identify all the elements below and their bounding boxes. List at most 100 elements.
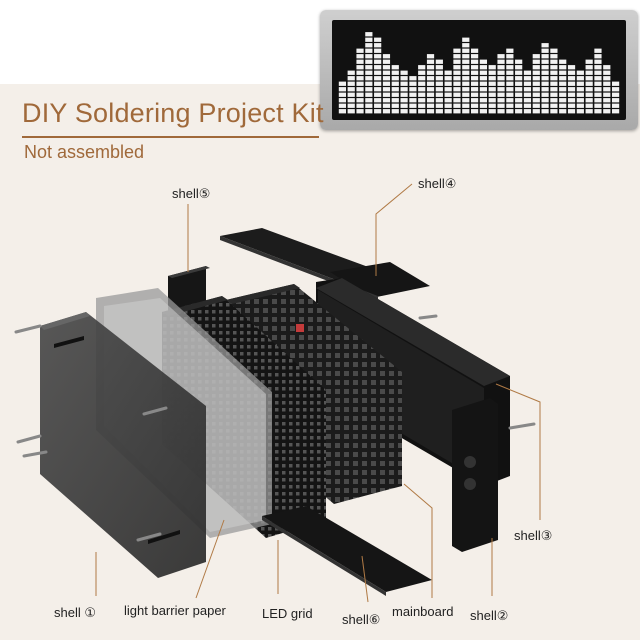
spectrum-led bbox=[497, 92, 505, 97]
spectrum-led bbox=[603, 87, 611, 92]
spectrum-led bbox=[559, 59, 567, 64]
spectrum-led bbox=[497, 87, 505, 92]
spectrum-led bbox=[391, 103, 399, 108]
spectrum-led bbox=[567, 87, 576, 92]
spectrum-led bbox=[515, 109, 523, 114]
spectrum-led bbox=[409, 87, 417, 92]
spectrum-led bbox=[506, 87, 514, 92]
spectrum-led bbox=[559, 103, 567, 108]
spectrum-led bbox=[453, 81, 461, 86]
spectrum-led bbox=[576, 98, 584, 103]
spectrum-led bbox=[338, 98, 347, 103]
spectrum-led bbox=[497, 76, 505, 81]
spectrum-led bbox=[418, 98, 426, 103]
spectrum-led bbox=[470, 48, 479, 53]
spectrum-led bbox=[497, 81, 505, 86]
spectrum-led bbox=[497, 65, 505, 70]
spectrum-led bbox=[515, 76, 523, 81]
spectrum-led bbox=[356, 76, 364, 81]
title-underline bbox=[22, 136, 319, 138]
spectrum-led bbox=[532, 54, 540, 59]
spectrum-led bbox=[462, 109, 470, 114]
spectrum-led bbox=[497, 59, 505, 64]
spectrum-led bbox=[611, 87, 620, 92]
spectrum-led bbox=[532, 109, 540, 114]
spectrum-led bbox=[594, 48, 602, 53]
spectrum-led bbox=[550, 87, 558, 92]
spectrum-led bbox=[506, 76, 514, 81]
spectrum-led bbox=[541, 109, 549, 114]
spectrum-led bbox=[426, 59, 435, 64]
spectrum-led bbox=[488, 87, 496, 92]
spectrum-led bbox=[550, 48, 558, 53]
spectrum-led bbox=[365, 43, 373, 48]
spectrum-led bbox=[585, 87, 593, 92]
spectrum-led bbox=[506, 59, 514, 64]
spectrum-led bbox=[532, 70, 540, 75]
spectrum-led bbox=[541, 76, 549, 81]
spectrum-led bbox=[338, 109, 347, 114]
spectrum-led bbox=[418, 76, 426, 81]
spectrum-led bbox=[550, 98, 558, 103]
spectrum-led bbox=[365, 87, 373, 92]
spectrum-led bbox=[470, 87, 479, 92]
spectrum-led bbox=[488, 103, 496, 108]
label-light-barrier-paper: light barrier paper bbox=[124, 603, 226, 618]
spectrum-led bbox=[594, 92, 602, 97]
spectrum-led bbox=[347, 76, 355, 81]
spectrum-led bbox=[453, 87, 461, 92]
spectrum-led bbox=[550, 65, 558, 70]
spectrum-led bbox=[550, 59, 558, 64]
spectrum-led bbox=[515, 103, 523, 108]
spectrum-led bbox=[347, 92, 355, 97]
spectrum-led bbox=[585, 76, 593, 81]
spectrum-led bbox=[462, 103, 470, 108]
spectrum-led bbox=[532, 81, 540, 86]
spectrum-led bbox=[479, 76, 488, 81]
spectrum-led bbox=[426, 87, 435, 92]
spectrum-led bbox=[515, 65, 523, 70]
spectrum-led bbox=[382, 81, 391, 86]
spectrum-led bbox=[409, 81, 417, 86]
spectrum-led bbox=[585, 98, 593, 103]
spectrum-led bbox=[603, 109, 611, 114]
spectrum-led bbox=[426, 103, 435, 108]
spectrum-led bbox=[391, 76, 399, 81]
spectrum-led bbox=[594, 109, 602, 114]
spectrum-led bbox=[391, 87, 399, 92]
spectrum-led bbox=[365, 109, 373, 114]
spectrum-led bbox=[594, 103, 602, 108]
spectrum-led bbox=[426, 65, 435, 70]
spectrum-led bbox=[453, 76, 461, 81]
spectrum-led bbox=[470, 54, 479, 59]
spectrum-led bbox=[488, 109, 496, 114]
spectrum-led bbox=[576, 76, 584, 81]
spectrum-led bbox=[462, 76, 470, 81]
spectrum-led bbox=[374, 98, 382, 103]
spectrum-led bbox=[541, 81, 549, 86]
callout-lines bbox=[95, 183, 541, 603]
spectrum-led bbox=[506, 92, 514, 97]
spectrum-led bbox=[435, 76, 443, 81]
spectrum-led bbox=[611, 92, 620, 97]
spectrum-led bbox=[453, 103, 461, 108]
spectrum-led bbox=[391, 81, 399, 86]
spectrum-led bbox=[594, 76, 602, 81]
spectrum-led bbox=[426, 92, 435, 97]
spectrum-led bbox=[409, 92, 417, 97]
spectrum-led bbox=[541, 87, 549, 92]
spectrum-led bbox=[515, 70, 523, 75]
spectrum-led bbox=[611, 103, 620, 108]
spectrum-led bbox=[470, 103, 479, 108]
spectrum-led bbox=[479, 59, 488, 64]
spectrum-led bbox=[603, 81, 611, 86]
spectrum-led bbox=[594, 70, 602, 75]
spectrum-led bbox=[400, 103, 408, 108]
spectrum-led bbox=[426, 54, 435, 59]
shell-1-part bbox=[40, 312, 206, 578]
spectrum-led bbox=[409, 103, 417, 108]
spectrum-led bbox=[435, 92, 443, 97]
spectrum-led bbox=[374, 54, 382, 59]
spectrum-led bbox=[541, 70, 549, 75]
label-shell-3: shell③ bbox=[514, 528, 553, 543]
